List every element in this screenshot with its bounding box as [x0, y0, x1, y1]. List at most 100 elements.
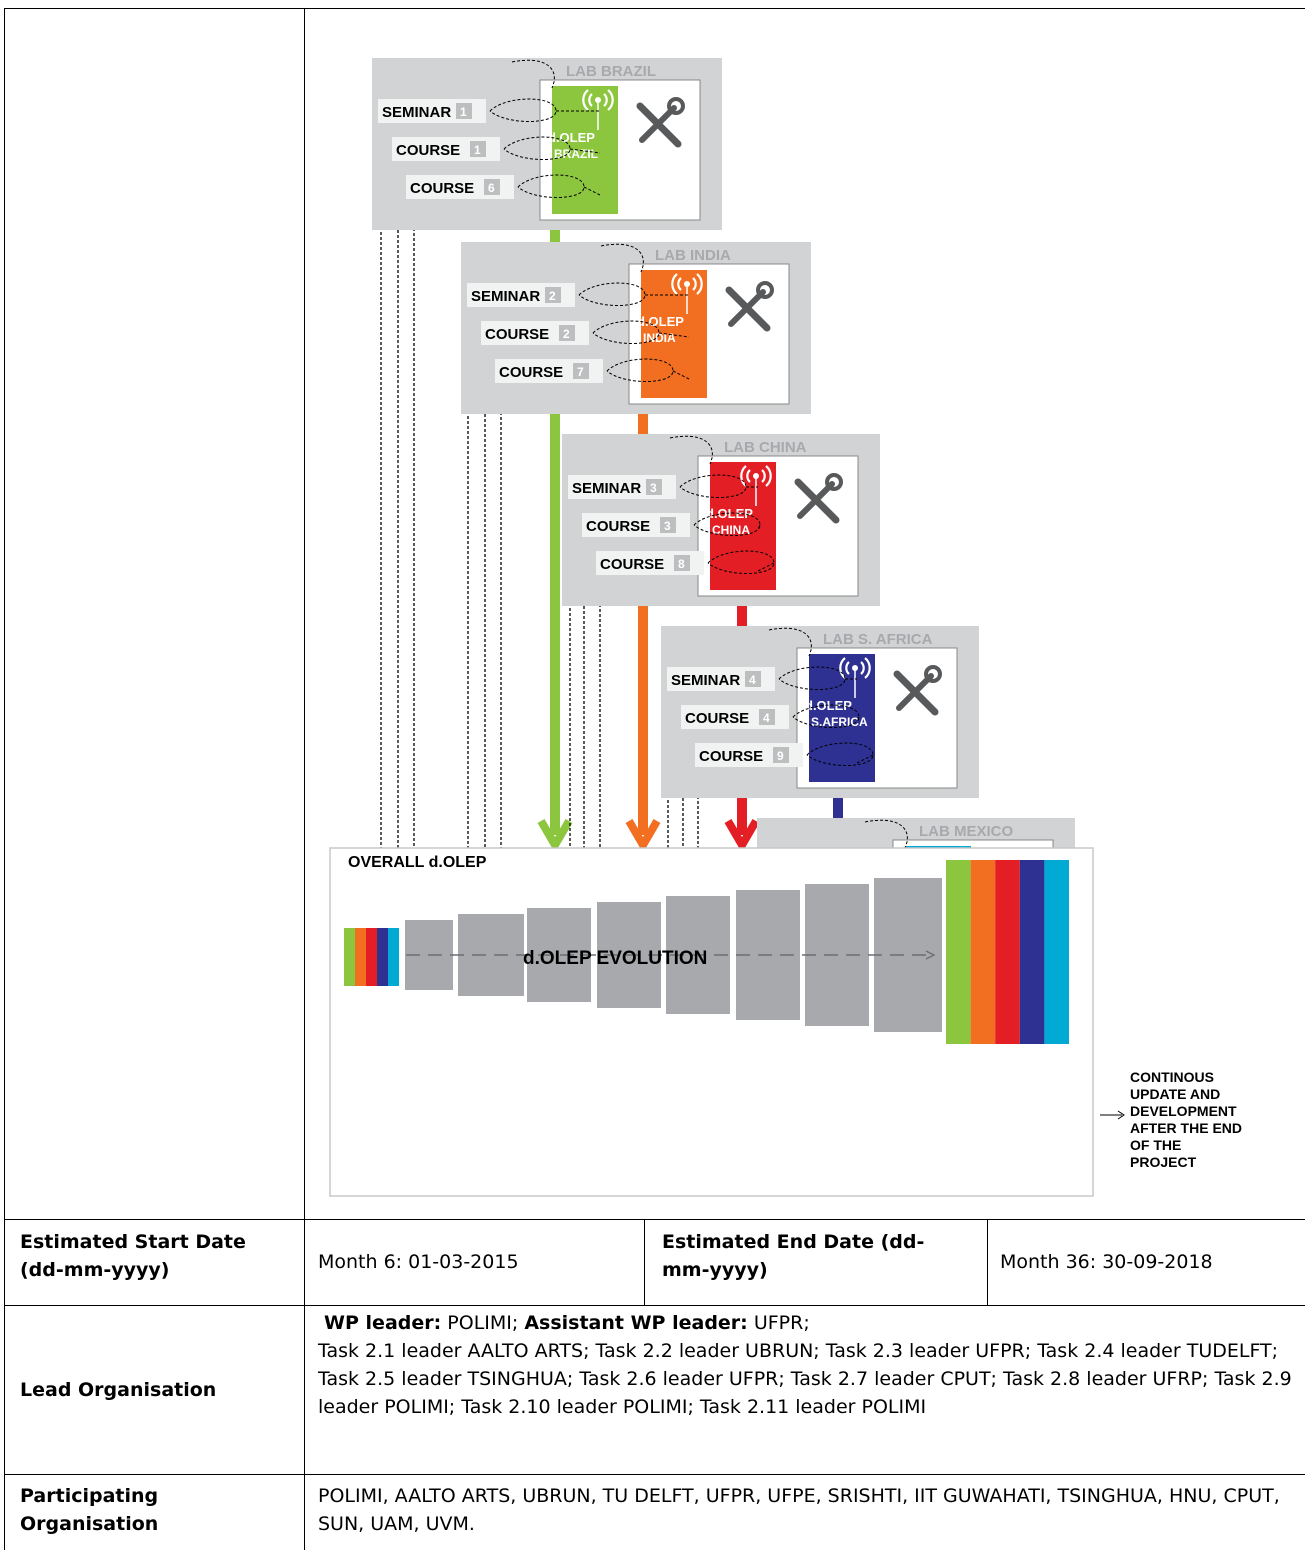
session-label: COURSE: [396, 142, 460, 159]
session-number: 9: [777, 749, 784, 763]
antenna-icon: [671, 273, 703, 295]
final-color-stripe: [1044, 860, 1069, 1044]
session-label: SEMINAR: [572, 480, 641, 497]
table-border-top: [4, 8, 1305, 9]
session-link: [792, 704, 860, 728]
lead-org-label: Lead Organisation: [20, 1379, 217, 1401]
lab-arrow-head: [724, 818, 760, 853]
session-label: SEMINAR: [671, 672, 740, 689]
evolution-label: d.OLEP EVOLUTION: [523, 948, 707, 969]
initial-color-stripe: [366, 928, 377, 986]
session-number-bg: [674, 555, 690, 571]
session-link: [503, 136, 601, 160]
antenna-icon: [582, 89, 614, 111]
lab-title: LAB CHINA: [724, 439, 807, 456]
session-label: COURSE: [499, 364, 563, 381]
lab-arrow-head: [537, 818, 573, 853]
title-connector: [864, 819, 908, 849]
continuous-note-line: AFTER THE END: [1130, 1120, 1242, 1136]
wrench-head-icon: [667, 97, 685, 115]
antenna-icon: [839, 657, 871, 679]
session-number-bg: [773, 747, 789, 763]
session-number: 1: [460, 105, 467, 119]
lab-title: LAB BRAZIL: [566, 63, 656, 80]
lab-arrow-head: [625, 818, 661, 853]
title-connector: [511, 59, 555, 89]
final-color-stripe: [995, 860, 1020, 1044]
session-number-bg: [470, 141, 486, 157]
continuous-note-line: UPDATE AND: [1130, 1086, 1220, 1102]
session-link: [578, 282, 689, 306]
row-divider-1: [4, 1219, 1305, 1220]
participating-value: POLIMI, AALTO ARTS, UBRUN, TU DELFT, UFP…: [318, 1485, 1280, 1535]
initial-color-stripe: [377, 928, 388, 986]
session-link: [606, 358, 690, 382]
column-divider-2: [644, 1219, 645, 1305]
wrench-icon: [797, 481, 835, 519]
evolution-stage-block: [874, 878, 942, 1032]
dolep-platform-label: d.OLEP: [637, 314, 684, 329]
final-color-stripe: [1019, 860, 1045, 1044]
table-border-left: [4, 8, 5, 1550]
session-number-bg: [573, 363, 589, 379]
wp-leader-line: WP leader: POLIMI; Assistant WP leader: …: [318, 1309, 1293, 1337]
session-number-bg: [484, 179, 500, 195]
session-number: 4: [749, 673, 756, 687]
evolution-stage-block: [458, 914, 524, 996]
session-link: [693, 512, 761, 536]
column-divider: [304, 8, 305, 1550]
session-label: COURSE: [410, 180, 474, 197]
session-link: [806, 742, 874, 766]
session-link: [679, 474, 758, 498]
lab-title: LAB MEXICO: [919, 823, 1014, 840]
continuous-note-line: OF THE: [1130, 1137, 1181, 1153]
lab-title: LAB INDIA: [655, 247, 731, 264]
session-link: [489, 98, 600, 122]
start-date-value: Month 6: 01-03-2015: [318, 1251, 519, 1273]
end-date-label: Estimated End Date (dd-mm-yyyy): [662, 1231, 925, 1281]
continuous-arrow-head: [1117, 1110, 1125, 1120]
session-number-bg: [456, 103, 472, 119]
task-leaders-text: Task 2.1 leader AALTO ARTS; Task 2.2 lea…: [318, 1340, 1292, 1418]
assistant-label: Assistant WP leader:: [524, 1312, 748, 1334]
wrench-head-icon: [825, 473, 843, 491]
session-number: 8: [678, 557, 685, 571]
dolep-platform-label: d.OLEP: [706, 506, 753, 521]
session-number-bg: [759, 709, 775, 725]
wrench-icon: [639, 105, 677, 143]
session-number: 2: [563, 327, 570, 341]
title-connector: [669, 435, 713, 465]
row-divider-3: [4, 1474, 1305, 1475]
title-connector: [600, 243, 644, 273]
dolep-country-label: CHINA: [712, 523, 750, 537]
initial-color-stripe: [344, 928, 355, 986]
continuous-note-line: CONTINOUS: [1130, 1069, 1214, 1085]
session-number-bg: [646, 479, 662, 495]
evolution-arrow-head: [925, 950, 936, 960]
title-connector: [768, 627, 812, 657]
wp-leader-label: WP leader:: [324, 1312, 442, 1334]
dolep-country-label: BRAZIL: [554, 147, 598, 161]
continuous-note-line: PROJECT: [1130, 1154, 1197, 1170]
lead-org-value: WP leader: POLIMI; Assistant WP leader: …: [318, 1309, 1293, 1421]
final-color-stripe: [970, 860, 996, 1044]
session-number-bg: [660, 517, 676, 533]
session-number-bg: [559, 325, 575, 341]
session-link: [592, 320, 690, 344]
wrench-head-icon: [924, 665, 942, 683]
session-link: [517, 174, 601, 198]
session-number: 3: [664, 519, 671, 533]
session-label: COURSE: [586, 518, 650, 535]
session-number-bg: [745, 671, 761, 687]
session-number: 7: [577, 365, 584, 379]
continuous-note-line: DEVELOPMENT: [1130, 1103, 1237, 1119]
final-color-stripe: [946, 860, 971, 1044]
antenna-icon: [740, 465, 772, 487]
session-label: SEMINAR: [471, 288, 540, 305]
dolep-platform-label: d.OLEP: [805, 698, 852, 713]
overall-dolep-title: OVERALL d.OLEP: [348, 854, 487, 871]
dolep-country-label: S.AFRICA: [811, 715, 868, 729]
evolution-stage-block: [527, 908, 591, 1002]
participating-label: Participating Organisation: [20, 1485, 159, 1535]
session-label: COURSE: [685, 710, 749, 727]
